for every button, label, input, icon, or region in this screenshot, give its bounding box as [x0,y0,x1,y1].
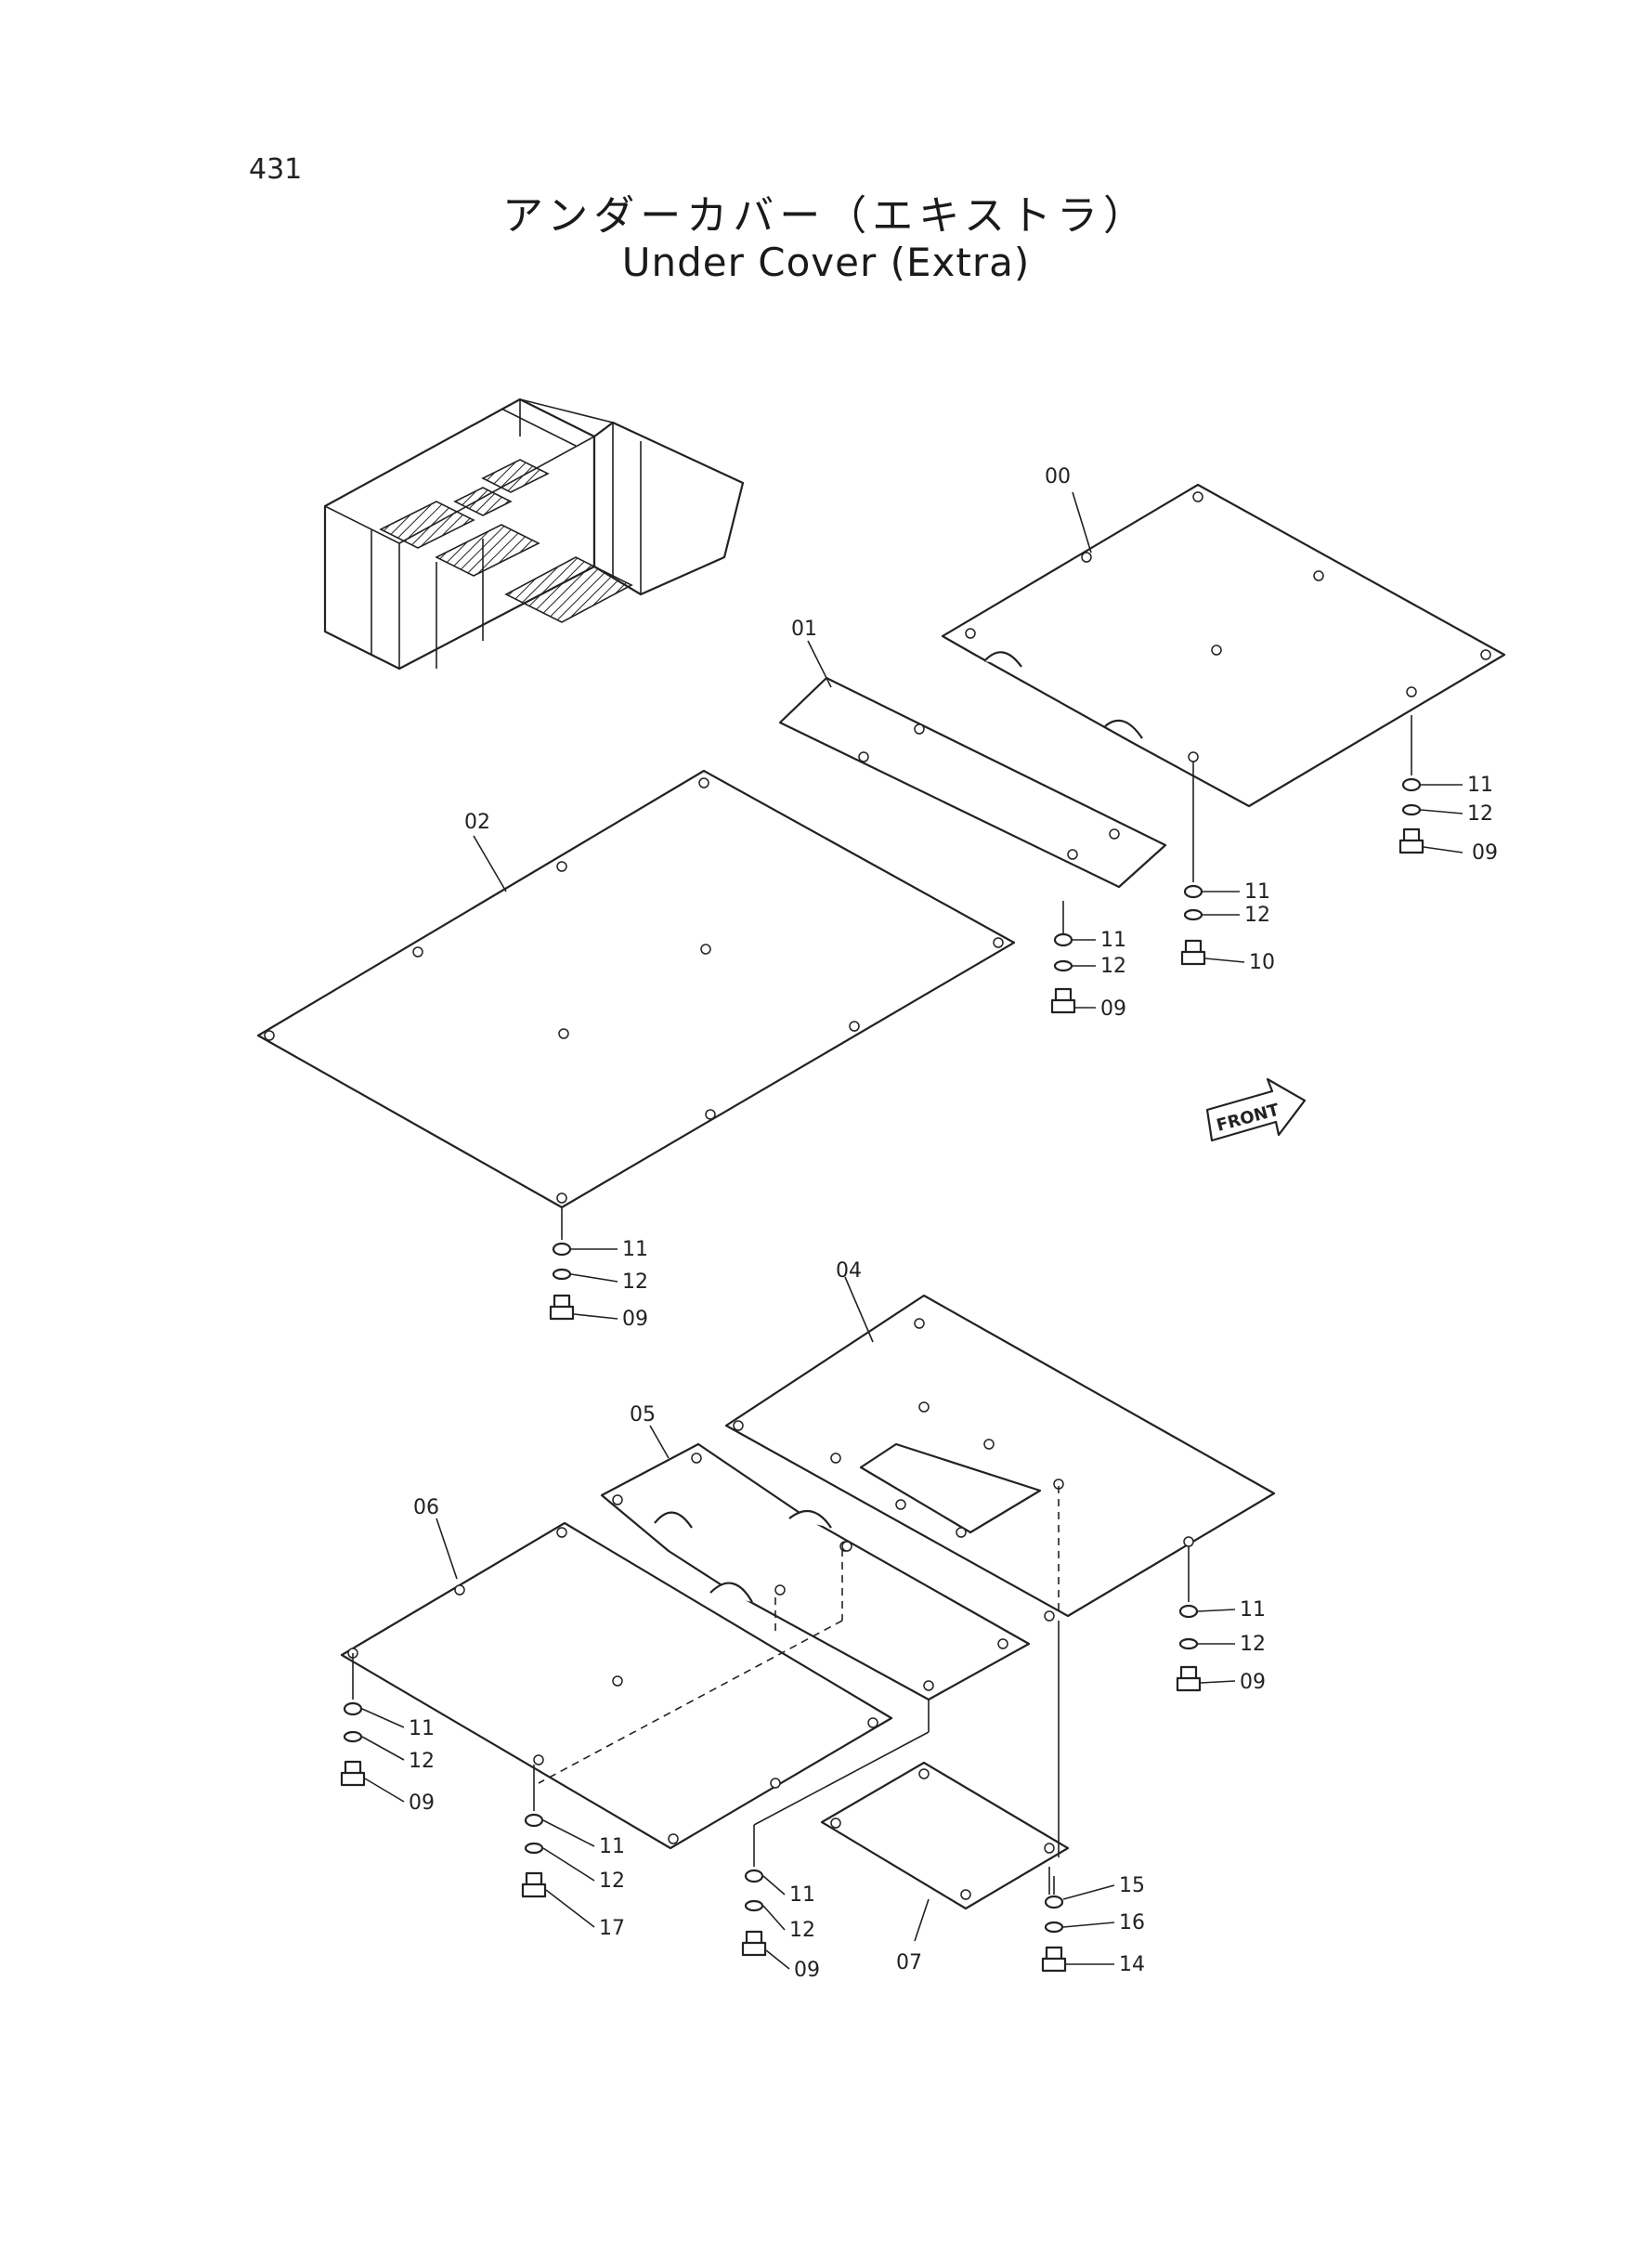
under-cover-06 [340,1518,893,1850]
callout-i16: 16 [1119,1911,1145,1935]
fastener-stack-c [1050,932,1096,1014]
fastener-stack-g [521,1813,595,1928]
callout-g17: 17 [599,1917,625,1940]
callout-a12: 12 [1467,802,1493,826]
callout-e09: 09 [1240,1671,1266,1694]
title-japanese: アンダーカバー（エキストラ） [502,192,1150,240]
fastener-stack-d [549,1242,618,1321]
callout-a09: 09 [1472,841,1498,865]
fastener-stack-f [340,1701,405,1803]
title-english: Under Cover (Extra) [621,240,1031,285]
page-number: 431 [249,153,303,186]
under-cover-04 [724,1276,1276,1622]
callout-c09: 09 [1100,997,1126,1021]
callout-h12: 12 [789,1919,815,1942]
callout-e12: 12 [1240,1633,1266,1656]
callout-b12: 12 [1244,904,1270,927]
callout-f11: 11 [409,1717,435,1740]
callout-f12: 12 [409,1750,435,1773]
callout-01: 01 [791,618,817,641]
callout-d11: 11 [622,1238,648,1261]
under-cover-00 [941,483,1506,808]
callout-g11: 11 [599,1835,625,1858]
callout-e11: 11 [1240,1598,1266,1622]
callout-f09: 09 [409,1791,435,1815]
callout-g12: 12 [599,1870,625,1893]
front-direction-arrow: FRONT [1205,1077,1307,1142]
callout-05: 05 [630,1403,656,1427]
fastener-stack-b [1180,884,1245,966]
callout-04: 04 [836,1259,862,1283]
callout-b11: 11 [1244,880,1270,904]
callout-h11: 11 [789,1883,815,1907]
callout-d09: 09 [622,1308,648,1331]
callout-07: 07 [896,1951,922,1974]
callout-h09: 09 [794,1959,820,1982]
callout-b10: 10 [1249,951,1275,974]
under-cover-02 [256,769,1016,1209]
callout-c12: 12 [1100,955,1126,978]
fastener-stack-e [1176,1604,1236,1692]
callout-d12: 12 [622,1270,648,1294]
fastener-stack-a [1398,777,1463,854]
callout-06: 06 [413,1496,439,1519]
plate-01 [778,640,1167,889]
plate-05 [600,1425,1031,1701]
callout-i15: 15 [1119,1874,1145,1897]
callout-a11: 11 [1467,774,1493,797]
machine-overview-illustration [323,397,745,671]
callout-i14: 14 [1119,1953,1145,1976]
callout-02: 02 [464,811,490,834]
fastener-stack-i [1041,1884,1115,1973]
callout-00: 00 [1045,465,1071,489]
fastener-stack-h [741,1869,790,1970]
plate-07 [820,1761,1070,1942]
callout-c11: 11 [1100,929,1126,952]
